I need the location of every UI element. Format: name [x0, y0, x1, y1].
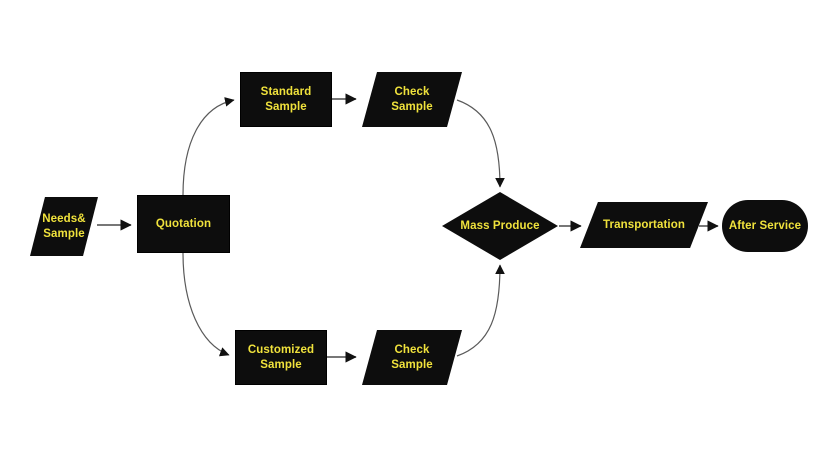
node-quotation: Quotation	[137, 195, 230, 253]
needs-sample-label: Needs& Sample	[42, 212, 86, 240]
connector-check-sample-to-mass-produce-top	[456, 99, 505, 188]
connector-quotation-to-customized-sample	[182, 252, 230, 357]
node-after-service: After Service	[722, 200, 808, 252]
check-sample-top-label: Check Sample	[391, 85, 433, 113]
node-standard-sample: Standard Sample	[240, 72, 332, 127]
node-check-sample-bottom: Check Sample	[362, 330, 462, 385]
node-check-sample-top: Check Sample	[362, 72, 462, 127]
connector-quotation-to-standard-sample	[182, 97, 235, 196]
standard-sample-label: Standard Sample	[260, 85, 312, 113]
node-customized-sample: Customized Sample	[235, 330, 327, 385]
after-service-label: After Service	[728, 219, 802, 232]
check-sample-bottom-label: Check Sample	[391, 343, 433, 371]
mass-produce-label: Mass Produce	[460, 219, 540, 232]
transportation-label: Transportation	[603, 218, 685, 231]
connector-check-sample-to-mass-produce-bottom	[456, 264, 505, 357]
customized-sample-label: Customized Sample	[247, 343, 315, 371]
node-transportation: Transportation	[580, 202, 708, 248]
quotation-label: Quotation	[155, 217, 212, 230]
